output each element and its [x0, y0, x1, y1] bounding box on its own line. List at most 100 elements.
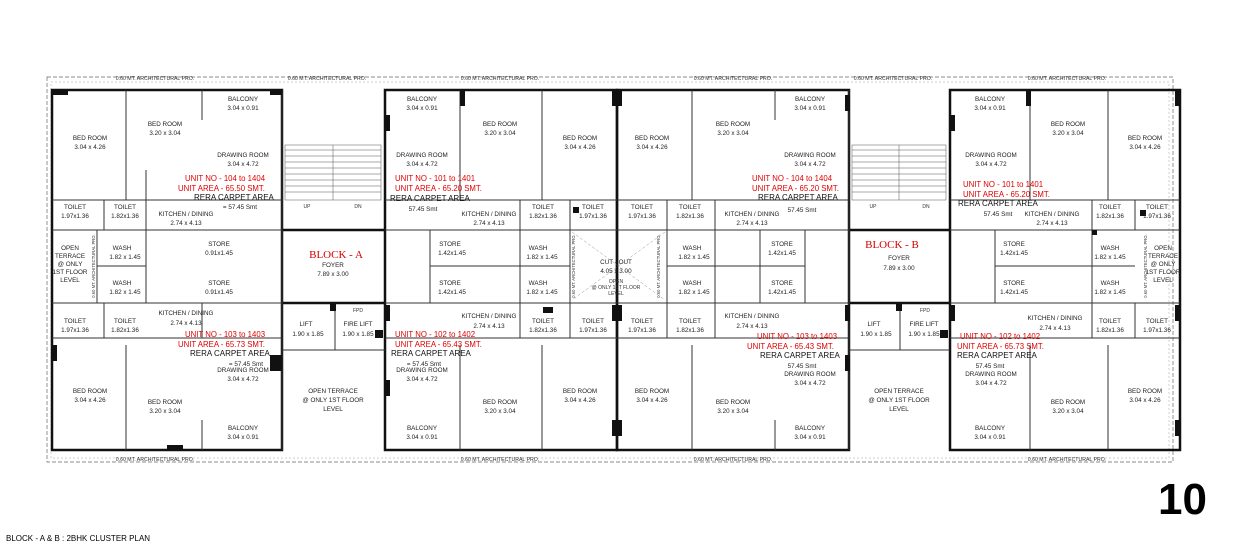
terrace-label: LEVEL — [889, 406, 909, 413]
room-size: 3.04 x 0.91 — [227, 434, 259, 441]
room-label: DRAWING ROOM — [396, 367, 448, 374]
svg-text:RERA CARPET AREA: RERA CARPET AREA — [760, 351, 841, 360]
room-label: BED ROOM — [563, 388, 597, 395]
room-label: 1ST FLOOR — [1146, 269, 1181, 276]
room-size: 1.82x1.36 — [529, 213, 557, 220]
unit-info-4: UNIT NO - 102 to 1402 UNIT AREA - 65.43 … — [391, 330, 482, 368]
unit-info-6: UNIT NO - 101 to 1401 UNIT AREA - 65.20 … — [958, 180, 1050, 218]
lift-label: LIFT — [300, 321, 313, 328]
room-label: BED ROOM — [148, 399, 182, 406]
room-label: STORE — [439, 241, 461, 248]
room-size: 1.82 x 1.45 — [1094, 254, 1126, 261]
room-label: BALCONY — [407, 96, 438, 103]
room-label: KITCHEN / DINING — [1025, 211, 1080, 218]
stair-up-label: UP — [304, 204, 312, 210]
svg-text:UNIT NO - 104 to 1404: UNIT NO - 104 to 1404 — [752, 174, 833, 183]
room-label: BALCONY — [795, 96, 826, 103]
room-label: BED ROOM — [1128, 388, 1162, 395]
unit-info-8: UNIT NO - 102 to 1402 UNIT AREA - 65.73 … — [957, 332, 1044, 370]
room-label: WASH — [1101, 280, 1120, 287]
svg-text:57.45 Smt: 57.45 Smt — [976, 363, 1005, 370]
structural-columns — [52, 90, 1180, 450]
room-label: BED ROOM — [73, 388, 107, 395]
room-size: 3.04 x 4.26 — [74, 397, 106, 404]
room-label: @ ONLY — [1151, 261, 1177, 268]
room-label: TOILET — [679, 318, 701, 325]
svg-text:0.60 MT. ARCHITECTURAL PRO.: 0.60 MT. ARCHITECTURAL PRO. — [91, 234, 96, 297]
block-a-labels: BED ROOM 3.04 x 4.26 BED ROOM 3.20 x 3.0… — [53, 96, 641, 441]
room-size: 2.74 x 4.13 — [170, 220, 202, 227]
room-size: 3.20 x 3.04 — [717, 130, 749, 137]
room-size: 2.74 x 4.13 — [736, 323, 768, 330]
foyer-label: FOYER — [888, 255, 910, 262]
room-label: TOILET — [582, 204, 604, 211]
room-label: TOILET — [1099, 204, 1121, 211]
room-label: TOILET — [1146, 204, 1168, 211]
svg-text:57.45 Smt: 57.45 Smt — [409, 206, 438, 213]
room-size: 1.82x1.36 — [676, 327, 704, 334]
room-size: 1.42x1.45 — [768, 250, 796, 257]
room-label: BED ROOM — [563, 135, 597, 142]
room-size: 2.74 x 4.13 — [1036, 220, 1068, 227]
projection-label: 0.60 MT. ARCHITECTURAL PRO. — [854, 76, 933, 82]
room-size: 3.04 x 0.91 — [227, 105, 259, 112]
cutout-terrace: OPEN — [609, 279, 624, 285]
stair-down-label: DN — [922, 204, 930, 210]
room-label: KITCHEN / DINING — [159, 211, 214, 218]
room-size: 1.42x1.45 — [438, 250, 466, 257]
cutout-terrace: @ ONLY 1ST FLOOR — [592, 285, 641, 291]
room-size: 3.20 x 3.04 — [149, 130, 181, 137]
room-size: 3.04 x 4.72 — [406, 161, 438, 168]
terrace-label: OPEN TERRACE — [308, 388, 358, 395]
room-size: 3.04 x 0.91 — [974, 434, 1006, 441]
room-size: 3.04 x 4.72 — [975, 380, 1007, 387]
plan-title: BLOCK - A & B : 2BHK CLUSTER PLAN — [6, 534, 151, 543]
room-label: BALCONY — [228, 425, 259, 432]
room-size: 1.82x1.36 — [111, 327, 139, 334]
room-size: 3.04 x 4.72 — [794, 380, 826, 387]
unit-info-2: UNIT NO - 101 to 1401 UNIT AREA - 65.20 … — [390, 174, 482, 213]
room-label: STORE — [1003, 241, 1025, 248]
room-size: 3.20 x 3.04 — [149, 408, 181, 415]
room-size: 0.91x1.45 — [205, 289, 233, 296]
room-size: 1.82 x 1.45 — [678, 289, 710, 296]
unit-info-1: UNIT NO - 104 to 1404 UNIT AREA - 65.50 … — [178, 174, 275, 211]
room-size: 1.97x1.36 — [1143, 327, 1171, 334]
projection-label: 0.60 MT. ARCHITECTURAL PRO. — [288, 76, 367, 82]
terrace-label: @ ONLY 1ST FLOOR — [302, 397, 364, 404]
unit-info-7: UNIT NO - 103 to 1403 UNIT AREA - 65.43 … — [747, 332, 841, 370]
room-label: BALCONY — [407, 425, 438, 432]
room-size: 1.42x1.45 — [768, 289, 796, 296]
room-label: TOILET — [64, 204, 86, 211]
cutout-label: CUT - OUT — [600, 259, 632, 266]
room-label: WASH — [529, 280, 548, 287]
room-size: 1.82x1.36 — [111, 213, 139, 220]
room-size: 1.97x1.36 — [579, 327, 607, 334]
projection-label: 0.60 MT. ARCHITECTURAL PRO. — [694, 457, 773, 463]
room-size: 1.97x1.36 — [61, 213, 89, 220]
room-label: STORE — [439, 280, 461, 287]
svg-text:UNIT NO - 102 to 1402: UNIT NO - 102 to 1402 — [960, 332, 1040, 341]
room-label: STORE — [771, 280, 793, 287]
room-label: KITCHEN / DINING — [462, 211, 517, 218]
room-size: 1.42x1.45 — [438, 289, 466, 296]
room-size: 3.04 x 4.72 — [794, 161, 826, 168]
staircase-block-b — [851, 144, 947, 201]
svg-text:UNIT AREA - 65.43 SMT.: UNIT AREA - 65.43 SMT. — [747, 342, 834, 351]
svg-text:UNIT NO - 101 to 1401: UNIT NO - 101 to 1401 — [395, 174, 475, 183]
cutout-terrace: LEVEL — [608, 291, 624, 297]
projection-label: 0.60 MT. ARCHITECTURAL PRO. — [461, 76, 540, 82]
room-size: 1.82x1.36 — [529, 327, 557, 334]
block-a-title: BLOCK - A — [309, 249, 363, 261]
room-label: TOILET — [114, 204, 136, 211]
svg-text:UNIT AREA - 65.20 SMT.: UNIT AREA - 65.20 SMT. — [395, 184, 482, 193]
room-size: 3.04 x 4.26 — [564, 144, 596, 151]
room-label: BED ROOM — [716, 399, 750, 406]
svg-text:RERA CARPET AREA: RERA CARPET AREA — [758, 193, 839, 202]
svg-text:UNIT NO - 102 to 1402: UNIT NO - 102 to 1402 — [395, 330, 475, 339]
svg-text:RERA CARPET AREA: RERA CARPET AREA — [194, 193, 275, 202]
svg-text:RERA CARPET AREA: RERA CARPET AREA — [957, 351, 1038, 360]
projection-label: 0.60 MT. ARCHITECTURAL PRO. — [116, 457, 195, 463]
room-label: BALCONY — [975, 425, 1006, 432]
svg-text:UNIT NO - 101 to 1401: UNIT NO - 101 to 1401 — [963, 180, 1043, 189]
